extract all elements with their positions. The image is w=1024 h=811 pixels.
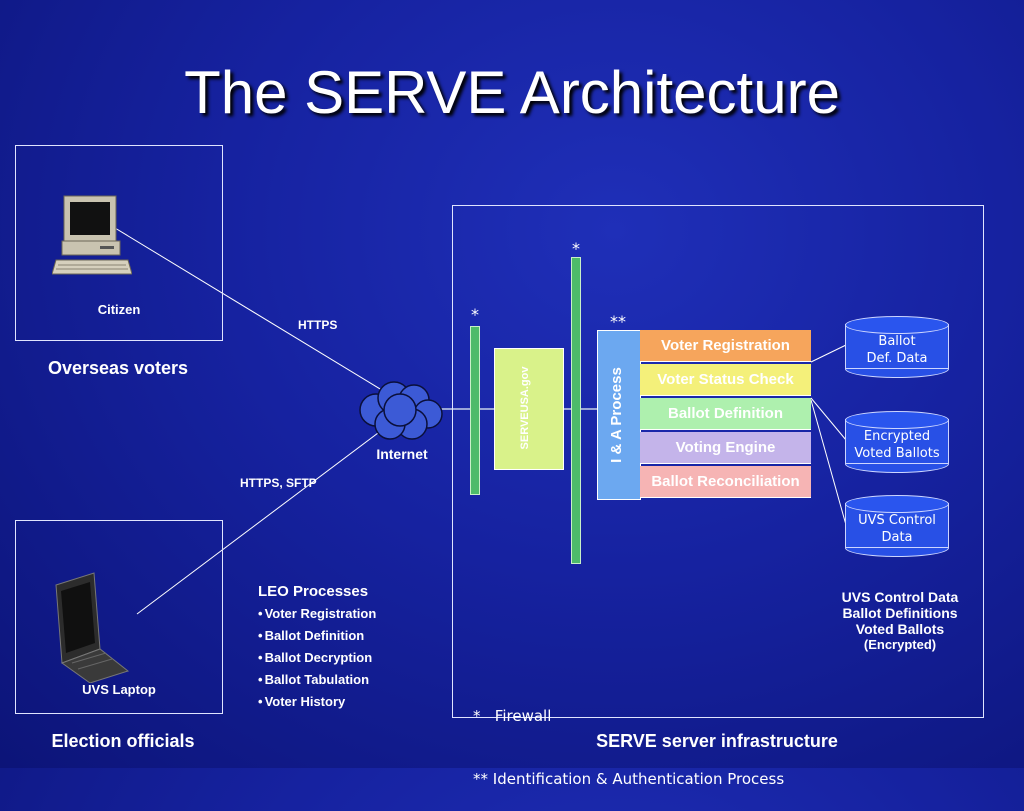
storage-summary-line1: UVS Control Data [841, 589, 959, 605]
ia-process-box: I & A Process [597, 330, 641, 500]
stack-ballot-reconciliation: Ballot Reconciliation [640, 466, 811, 498]
citizen-box: Citizen [15, 145, 223, 341]
stack-to-ballot-db-line [810, 344, 847, 363]
voted-ballots-db-line1: Encrypted [863, 429, 931, 444]
internet-label: Internet [376, 446, 428, 462]
storage-summary-line2: Ballot Definitions [842, 605, 958, 621]
stack-to-voted-db-line [810, 397, 847, 441]
storage-summary-line3: Voted Ballots [855, 621, 945, 637]
leo-heading: LEO Processes [258, 583, 369, 600]
serveusa-box: SERVEUSA.gov [494, 348, 564, 470]
uvs-control-db-line2: Data [881, 530, 913, 545]
voted-ballots-db-line2: Voted Ballots [854, 446, 940, 461]
laptop-icon [55, 572, 130, 683]
desktop-computer-icon [52, 195, 132, 275]
inner-firewall-mark: * [471, 305, 479, 324]
ia-process-label: I & A Process [608, 367, 625, 463]
uvs-laptop-box: UVS Laptop [15, 520, 223, 714]
storage-summary-line4: (Encrypted) [863, 637, 937, 652]
https-label: HTTPS [298, 318, 338, 332]
inner-firewall-bar [470, 326, 480, 495]
leo-item: Voter History [258, 691, 438, 713]
stack-voter-status-check: Voter Status Check [640, 364, 811, 396]
https-sftp-label: HTTPS, SFTP [240, 476, 317, 490]
serveusa-label: SERVEUSA.gov [519, 366, 531, 450]
storage-summary: UVS Control Data Ballot Definitions Vote… [810, 589, 990, 653]
leo-list: Voter Registration Ballot Definition Bal… [258, 603, 438, 713]
uvs-laptop-label: UVS Laptop [82, 682, 156, 697]
ballot-def-db-line1: Ballot [878, 334, 916, 349]
stack-to-uvs-db-line [810, 399, 847, 526]
leo-item: Ballot Definition [258, 625, 438, 647]
uvs-control-db-line1: UVS Control [858, 513, 936, 528]
legend: * Firewall ** Identification & Authentic… [473, 664, 784, 811]
laptop-internet-line [136, 417, 399, 615]
election-officials-label: Election officials [51, 731, 195, 751]
stack-voter-registration: Voter Registration [640, 330, 811, 362]
slide-title: The SERVE Architecture [184, 59, 840, 126]
legend-ia: ** Identification & Authentication Proce… [473, 770, 785, 788]
citizen-internet-line [114, 227, 396, 399]
server-infrastructure-box [452, 205, 984, 718]
overseas-voters-label: Overseas voters [47, 358, 189, 378]
ia-mark: ** [610, 312, 626, 331]
outer-firewall-mark: * [572, 239, 580, 258]
stack-voting-engine: Voting Engine [640, 432, 811, 464]
outer-firewall-bar [571, 257, 581, 564]
leo-item: Ballot Decryption [258, 647, 438, 669]
citizen-label: Citizen [97, 302, 141, 317]
internet-cloud-icon [359, 381, 443, 440]
stack-ballot-definition: Ballot Definition [640, 398, 811, 430]
leo-item: Ballot Tabulation [258, 669, 438, 691]
ballot-def-db-line2: Def. Data [866, 351, 928, 366]
serve-infrastructure-label: SERVE server infrastructure [596, 731, 838, 751]
legend-firewall: * Firewall [473, 707, 552, 725]
leo-processes: LEO Processes Voter Registration Ballot … [258, 583, 438, 713]
leo-item: Voter Registration [258, 603, 438, 625]
